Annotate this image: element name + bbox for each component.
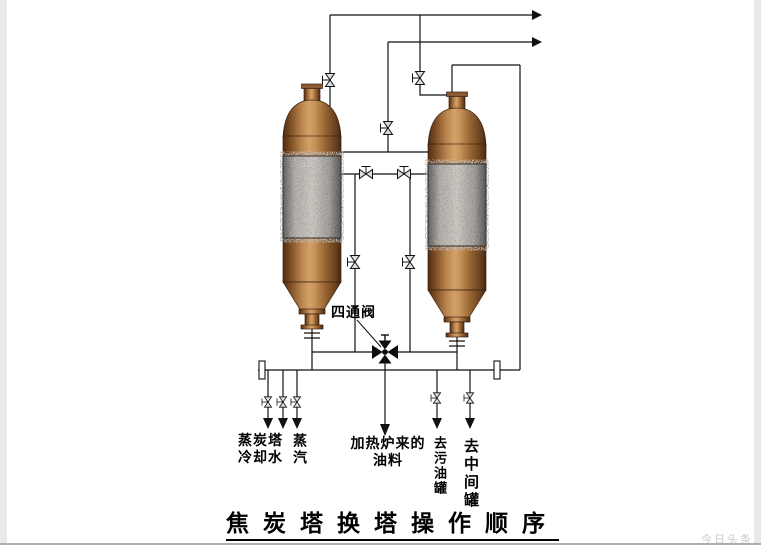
steam-label: 蒸汽 — [291, 433, 306, 467]
left-coke-drum — [283, 84, 341, 329]
crossover-lines — [339, 151, 430, 352]
valve-symbol — [412, 71, 425, 85]
line-blind-symbol — [493, 360, 501, 380]
four-way-valve-symbol — [372, 334, 398, 364]
valve-symbol — [347, 255, 360, 269]
diagram-caption: 焦炭塔换塔操作顺序 — [0, 504, 761, 541]
arrow-down-icon — [432, 418, 442, 429]
label-pointer-line — [356, 319, 382, 348]
arrow-right-icon — [532, 37, 542, 47]
valve-symbol — [463, 392, 475, 404]
valve-symbol — [397, 166, 411, 179]
valve-symbol — [261, 396, 273, 408]
piping-lines — [258, 14, 532, 424]
arrow-right-icon — [532, 10, 542, 20]
valve-symbol — [430, 392, 442, 404]
valve-symbol — [322, 73, 335, 87]
four-way-valve-label: 四通阀 — [331, 306, 376, 321]
cooling-water-label: 蒸炭塔 冷却水 — [238, 434, 283, 466]
line-blind-symbol — [258, 360, 266, 380]
arrow-down-icon — [278, 418, 288, 429]
arrow-down-icon — [263, 418, 273, 429]
arrow-down-icon — [292, 418, 302, 429]
to-intermediate-tank-label: 去中间罐 — [462, 438, 478, 510]
furnace-oil-feed-label: 加热炉来的 油料 — [350, 437, 426, 469]
valve-symbol — [276, 396, 288, 408]
arrow-down-icon — [465, 418, 475, 429]
page-edge-left — [0, 0, 7, 543]
page-edge-right — [754, 0, 761, 543]
flange-symbol — [304, 332, 465, 347]
valve-symbol — [359, 166, 373, 179]
page-bottom-rule — [0, 543, 761, 545]
valve-symbol — [402, 255, 415, 269]
diagram-caption-text: 焦炭塔换塔操作顺序 — [226, 504, 559, 541]
right-coke-drum — [428, 92, 486, 337]
to-slop-oil-tank-label: 去污油罐 — [432, 436, 447, 496]
arrow-down-icon — [380, 424, 390, 436]
valve-symbol — [290, 396, 302, 408]
flow-arrows — [263, 10, 542, 436]
valve-symbol — [380, 121, 393, 135]
